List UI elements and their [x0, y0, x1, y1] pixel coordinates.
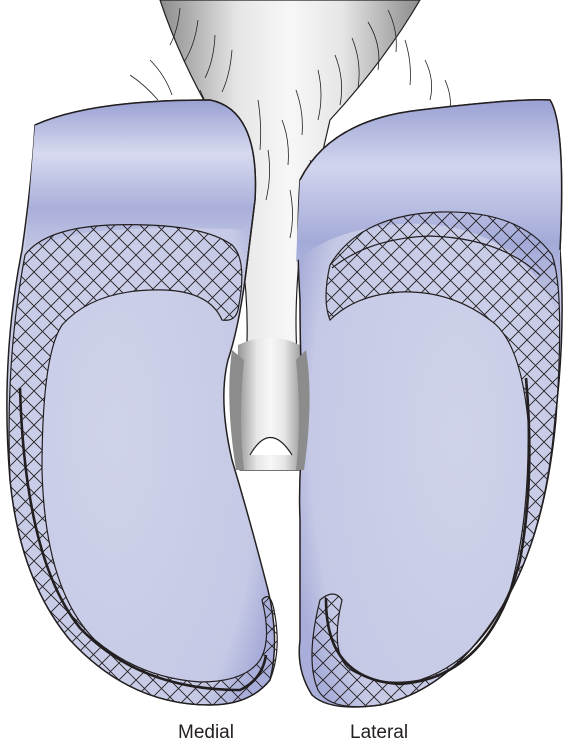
lateral-label: Lateral: [350, 722, 408, 744]
medial-label: Medial: [178, 722, 234, 744]
lateral-claw: [296, 100, 562, 707]
